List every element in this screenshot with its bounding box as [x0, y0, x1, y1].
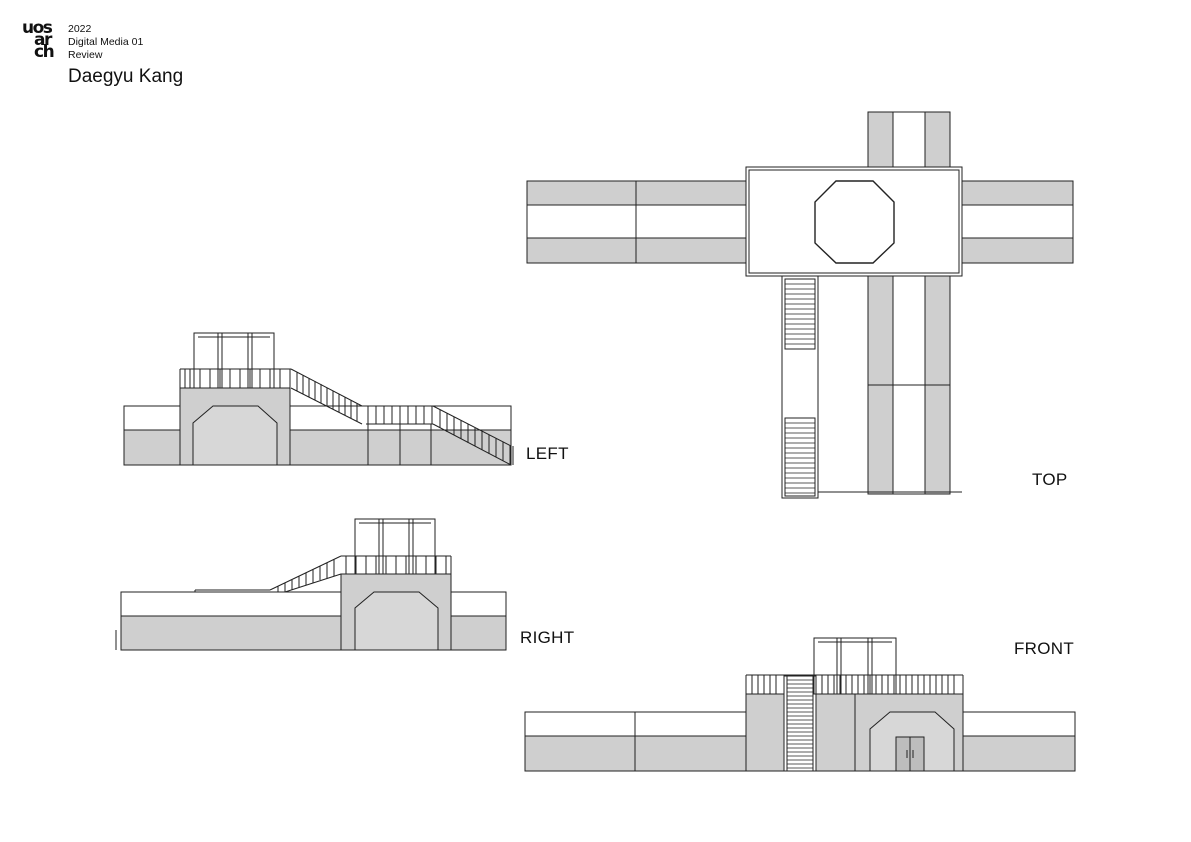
top-view-label: TOP	[1032, 470, 1068, 489]
left-view-label: LEFT	[526, 444, 569, 463]
uos-arch-logo: uos ar ch	[22, 18, 55, 62]
review-label: Review	[68, 49, 103, 61]
right-elevation	[115, 518, 507, 651]
front-view-label: FRONT	[1014, 639, 1075, 658]
left-elevation	[123, 332, 514, 466]
top-plan-view	[526, 111, 1074, 499]
front-elevation	[524, 637, 1076, 772]
author-name: Daegyu Kang	[68, 66, 184, 87]
year-label: 2022	[68, 23, 92, 35]
course-label: Digital Media 01	[68, 36, 144, 48]
right-view-label: RIGHT	[520, 628, 575, 647]
